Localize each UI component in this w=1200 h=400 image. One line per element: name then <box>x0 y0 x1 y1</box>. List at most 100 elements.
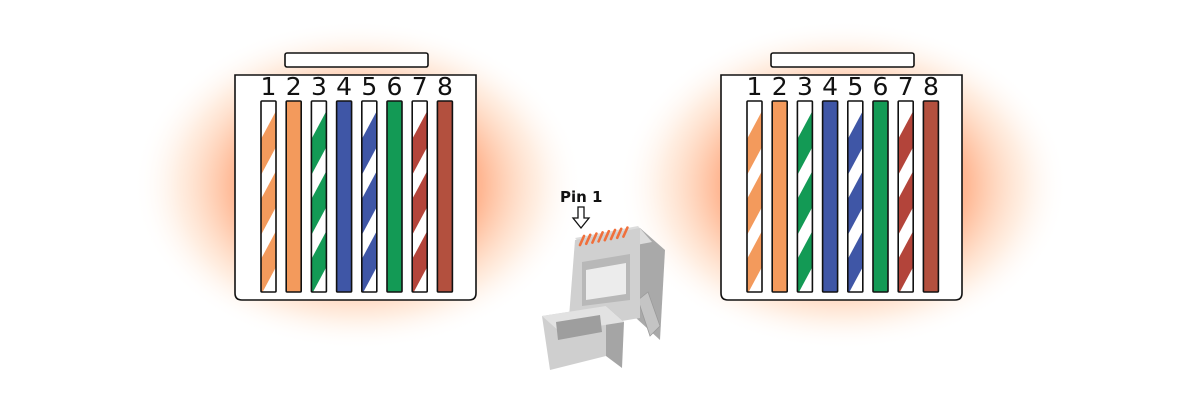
pin-wire-4: 4 <box>335 72 353 293</box>
pin-wire-2: 2 <box>771 72 789 293</box>
plug-contact <box>591 232 598 244</box>
rj45-plug-illustration: Pin 1 <box>542 188 665 370</box>
pin-wire-3: 3 <box>796 72 814 293</box>
pin-number-2: 2 <box>286 72 302 101</box>
pin-number-5: 5 <box>847 72 863 101</box>
pin-number-3: 3 <box>311 72 327 101</box>
wire-stripe <box>898 171 914 235</box>
plug-contact <box>603 229 611 242</box>
wire-stripe <box>797 231 813 292</box>
wire-stripe <box>847 171 863 235</box>
wire-stripe <box>898 111 914 175</box>
wire-stripe <box>261 111 276 175</box>
pin1-label: Pin 1 <box>560 188 602 206</box>
pin-wire-8: 8 <box>922 72 940 293</box>
wire-stripe <box>361 231 377 292</box>
wire-stripe <box>412 231 428 292</box>
pin-number-4: 4 <box>336 72 352 101</box>
pin-number-6: 6 <box>387 72 403 101</box>
wire-stripes <box>847 111 863 292</box>
wire-outline <box>746 100 763 293</box>
pin-number-4: 4 <box>822 72 838 101</box>
wire-outline <box>771 100 789 293</box>
pin-number-5: 5 <box>361 72 377 101</box>
latch-left <box>284 52 429 68</box>
wire-outline <box>360 100 378 293</box>
wire-outline <box>821 100 839 293</box>
wire-stripe <box>261 171 276 235</box>
pin-number-6: 6 <box>873 72 889 101</box>
pin-number-1: 1 <box>261 72 277 101</box>
wire-stripes <box>361 111 377 292</box>
wire-stripe <box>797 111 813 175</box>
pin-wire-6: 6 <box>872 72 889 293</box>
wire-stripe <box>311 231 327 292</box>
pin-number-7: 7 <box>898 72 914 101</box>
arrow-down-icon <box>571 206 591 230</box>
wire-stripes <box>261 111 276 292</box>
pin-wire-5: 5 <box>846 72 864 293</box>
wire-outline <box>310 100 328 293</box>
wire-stripe <box>797 171 813 235</box>
pin-wire-8: 8 <box>436 72 454 293</box>
wire-stripe <box>898 231 914 292</box>
plug-tab <box>637 291 661 337</box>
wire-outline <box>846 100 864 293</box>
plug-contact <box>584 233 592 246</box>
wire-stripe <box>311 171 327 235</box>
pin-number-1: 1 <box>747 72 763 101</box>
wire-outline <box>335 100 353 293</box>
wire-fill <box>772 101 788 292</box>
wire-fill <box>387 101 402 292</box>
plug-window-inner <box>586 263 626 300</box>
pin-wire-2: 2 <box>285 72 303 293</box>
wire-fill <box>336 101 352 292</box>
wire-stripes <box>747 111 762 292</box>
plug-contact <box>609 228 617 241</box>
wire-stripes <box>412 111 428 292</box>
wire-stripe <box>311 111 327 175</box>
wire-stripe <box>412 171 428 235</box>
wire-stripes <box>311 111 327 292</box>
wire-outline <box>411 100 429 293</box>
latch-right <box>770 52 915 68</box>
wire-outline <box>285 100 303 293</box>
plug-contact <box>597 231 604 243</box>
wire-stripe <box>847 231 863 292</box>
wire-fill <box>923 101 939 292</box>
pin-wire-1: 1 <box>746 72 763 293</box>
wire-outline <box>436 100 454 293</box>
wire-outline <box>260 100 277 293</box>
pin-number-7: 7 <box>412 72 428 101</box>
wire-stripe <box>412 111 428 175</box>
wire-outline <box>897 100 915 293</box>
wire-stripes <box>797 111 813 292</box>
pin-number-2: 2 <box>772 72 788 101</box>
wire-stripes <box>898 111 914 292</box>
wire-stripe <box>747 111 762 175</box>
pin-number-3: 3 <box>797 72 813 101</box>
wire-outline <box>922 100 940 293</box>
wire-stripe <box>847 111 863 175</box>
pin-wire-5: 5 <box>360 72 378 293</box>
wire-outline <box>872 100 889 293</box>
wire-outline <box>386 100 403 293</box>
wire-stripe <box>747 231 762 292</box>
pin-wire-7: 7 <box>411 72 429 293</box>
pin-wire-1: 1 <box>260 72 277 293</box>
pin-wire-4: 4 <box>821 72 839 293</box>
pin-number-8: 8 <box>923 72 939 101</box>
pin-wire-3: 3 <box>310 72 328 293</box>
wire-stripe <box>361 171 377 235</box>
pin-wire-6: 6 <box>386 72 403 293</box>
plug-contacts <box>578 226 629 247</box>
pin-number-8: 8 <box>437 72 453 101</box>
wire-fill <box>822 101 838 292</box>
wire-fill <box>873 101 888 292</box>
plug-contact <box>622 226 629 238</box>
wire-fill <box>437 101 453 292</box>
plug-contact <box>578 234 586 247</box>
